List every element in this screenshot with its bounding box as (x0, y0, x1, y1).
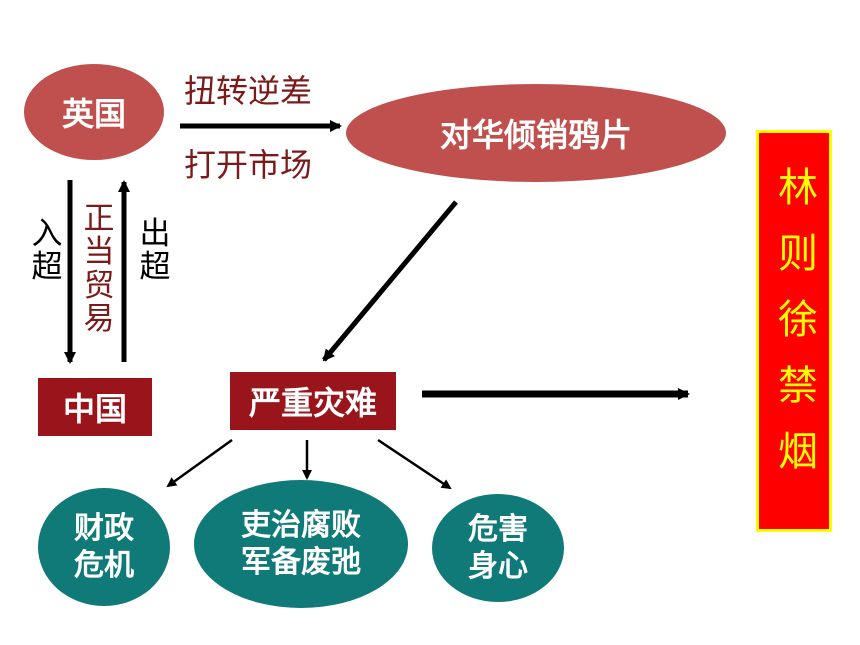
node-corruption: 吏治腐败 军备废弛 (194, 480, 408, 608)
node-china: 中国 (38, 378, 152, 436)
label-import-surplus: 入超 (31, 216, 63, 286)
label-export-surplus: 出超 (139, 216, 171, 286)
label-open-market: 打开市场 (184, 146, 313, 184)
banner-text: 林则徐禁烟 (771, 166, 817, 496)
node-fiscal-line1: 财政 (74, 510, 134, 546)
node-fiscal-line2: 危机 (74, 548, 134, 583)
node-harm-body-mind: 危害 身心 (432, 494, 564, 602)
node-harm-line1: 危害 (468, 511, 528, 547)
node-britain: 英国 (24, 64, 164, 160)
label-legit-trade: 正当贸易 (83, 201, 115, 338)
node-opium-dumping: 对华倾销鸦片 (346, 84, 726, 182)
node-china-label: 中国 (62, 390, 127, 428)
node-severe-disaster: 严重灾难 (230, 372, 396, 430)
node-disaster-label: 严重灾难 (248, 384, 377, 422)
banner-lin-zexu-bans-opium: 林则徐禁烟 (756, 130, 832, 532)
arrow-opium-to-disaster (322, 200, 458, 362)
node-harm-line2: 身心 (468, 549, 528, 584)
arrow-disaster-to-harm (377, 438, 452, 490)
label-reverse-deficit: 扭转逆差 (184, 72, 313, 110)
arrow-disaster-to-fiscal (166, 438, 233, 488)
node-corruption-line2: 军备废弛 (241, 545, 361, 580)
node-opium-label: 对华倾销鸦片 (439, 116, 632, 154)
node-britain-label: 英国 (61, 95, 126, 133)
node-fiscal-crisis: 财政 危机 (38, 488, 170, 606)
node-corruption-line1: 吏治腐败 (241, 507, 361, 543)
